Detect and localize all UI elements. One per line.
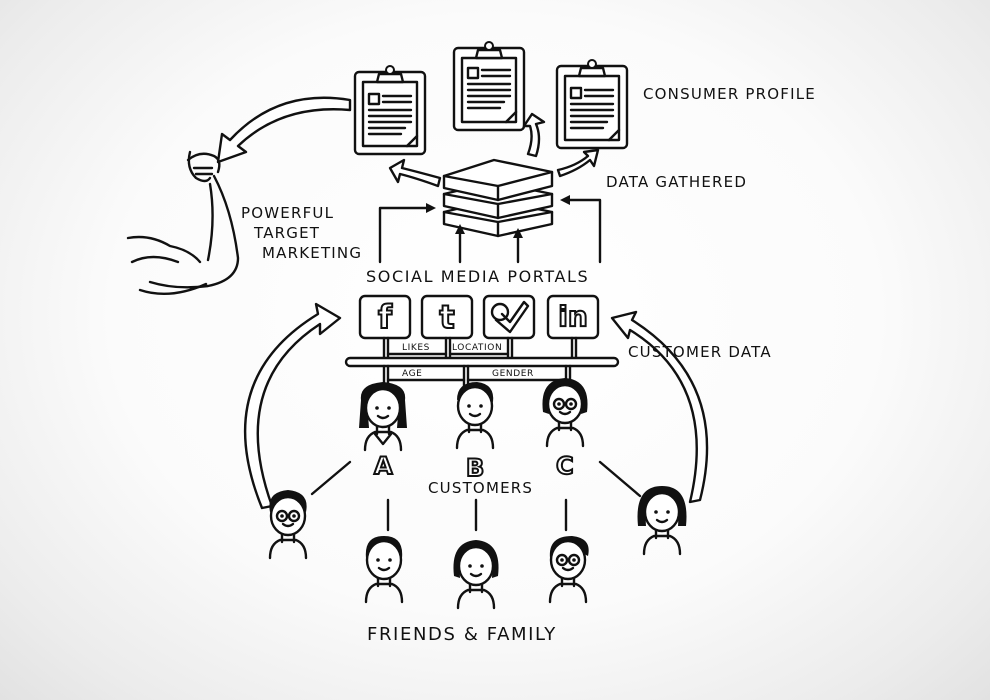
friends-family-label: FRIENDS & FAMILY — [367, 624, 557, 645]
flexed-arm-icon — [126, 150, 240, 295]
relation-lines — [310, 460, 642, 532]
social-media-portals-label: SOCIAL MEDIA PORTALS — [366, 267, 590, 286]
customer-a-letter: A — [373, 451, 394, 481]
facebook-glyph: f — [377, 297, 393, 337]
friend-avatar-5[interactable] — [637, 486, 687, 556]
linkedin-glyph: in — [557, 299, 589, 334]
friend-avatar-4[interactable] — [548, 536, 589, 604]
friend-avatar-1[interactable] — [268, 490, 308, 560]
profile-clipboard-center — [452, 41, 526, 132]
customer-a-avatar[interactable] — [359, 382, 407, 452]
customers-label: CUSTOMERS — [428, 479, 534, 497]
marketing-label-line3: MARKETING — [262, 244, 363, 262]
data-connector-bus — [344, 336, 620, 390]
attribute-likes: LIKES — [402, 343, 430, 353]
profile-clipboard-left — [353, 65, 427, 156]
customer-c-letter: C — [555, 451, 575, 481]
arrow-profile-to-marketing — [216, 96, 352, 164]
consumer-profile-label: CONSUMER PROFILE — [643, 85, 816, 103]
database-stack-icon — [442, 158, 554, 238]
customer-b-letter: B — [465, 453, 485, 483]
data-gathered-label: DATA GATHERED — [606, 173, 748, 191]
attribute-location: LOCATION — [452, 343, 503, 353]
arrows-portals-to-db — [378, 195, 602, 264]
friend-avatar-2[interactable] — [364, 536, 404, 604]
customer-c-avatar[interactable] — [542, 378, 588, 448]
customer-data-label: CUSTOMER DATA — [628, 343, 772, 361]
arrow-db-to-profiles — [388, 112, 600, 188]
profile-clipboard-right — [555, 59, 629, 150]
marketing-label-line1: POWERFUL — [241, 204, 335, 222]
marketing-label-line2: TARGET — [254, 224, 321, 242]
attribute-gender: GENDER — [492, 369, 534, 379]
friend-avatar-3[interactable] — [453, 540, 499, 610]
arrow-right-customer-data — [610, 310, 709, 504]
portal-foursquare-icon[interactable] — [482, 294, 536, 340]
customer-b-avatar[interactable] — [455, 382, 495, 450]
arrow-left-customer-data — [243, 302, 342, 510]
attribute-age: AGE — [402, 369, 423, 379]
twitter-glyph: t — [438, 297, 455, 337]
